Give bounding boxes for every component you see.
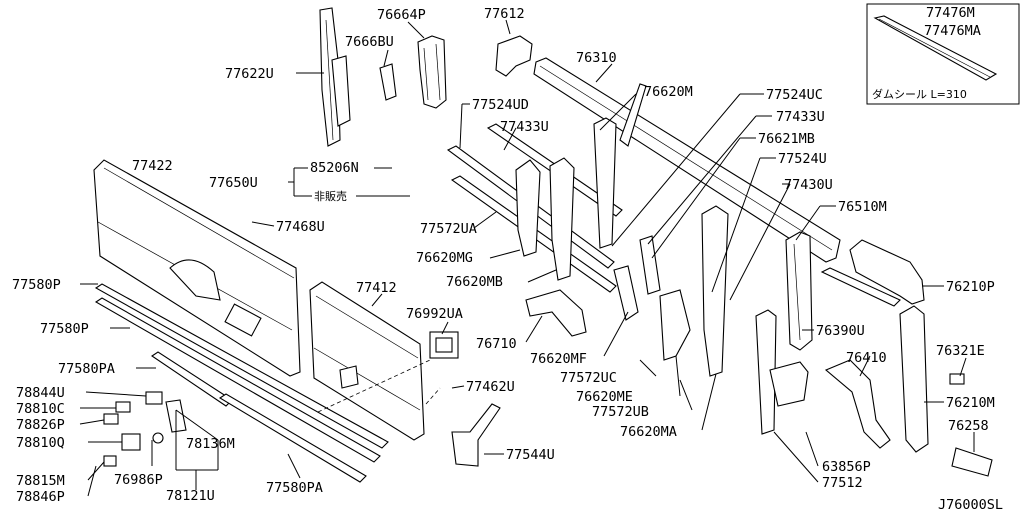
label-76620me: 76620ME bbox=[576, 389, 633, 405]
label-76258: 76258 bbox=[948, 418, 989, 434]
pillar-76510m bbox=[785, 231, 813, 351]
label-85206n: 85206N bbox=[310, 160, 359, 176]
label-77512: 77512 bbox=[822, 475, 863, 491]
door-panel-77412 bbox=[309, 281, 425, 441]
label-77433u-right: 77433U bbox=[776, 109, 825, 125]
label-77430u: 77430U bbox=[784, 177, 833, 193]
labels: 77622U 76664P 7666BU 77612 76310 76620M … bbox=[12, 5, 1003, 512]
clip-76258 bbox=[951, 447, 993, 477]
label-76321e: 76321E bbox=[936, 343, 985, 359]
pillar-77622u bbox=[319, 7, 351, 147]
moulding-strips bbox=[94, 283, 389, 483]
label-77433u-left: 77433U bbox=[500, 119, 549, 135]
label-76620mg: 76620MG bbox=[416, 250, 473, 266]
label-77572ua: 77572UA bbox=[420, 221, 477, 237]
label-77422: 77422 bbox=[132, 158, 173, 174]
label-77412: 77412 bbox=[356, 280, 397, 296]
label-not-for-sale: 非販売 bbox=[314, 190, 347, 203]
label-77580p-1: 77580P bbox=[12, 277, 61, 293]
pad-76992ua bbox=[429, 331, 459, 359]
label-78815m: 78815M bbox=[16, 473, 65, 489]
diagram-id: J76000SL bbox=[938, 497, 1003, 512]
inner-reinforcements bbox=[446, 83, 809, 435]
label-78810q: 78810Q bbox=[16, 435, 65, 451]
label-77622u: 77622U bbox=[225, 66, 274, 82]
label-dam-seal: ダムシール L=310 bbox=[872, 87, 967, 101]
label-77580pa-1: 77580PA bbox=[58, 361, 115, 377]
strip-76390u bbox=[820, 267, 901, 307]
gate-panel-77422 bbox=[93, 159, 301, 377]
label-76620mf: 76620MF bbox=[530, 351, 587, 367]
label-77572ub: 77572UB bbox=[592, 404, 649, 420]
label-77612: 77612 bbox=[484, 6, 525, 22]
label-76620mb: 76620MB bbox=[446, 274, 503, 290]
wheel-arch-76410 bbox=[824, 359, 891, 449]
dam-seal-inset bbox=[866, 3, 1020, 105]
label-78846p: 78846P bbox=[16, 489, 65, 505]
bracket-76710 bbox=[525, 289, 587, 337]
bracket-76664p bbox=[379, 35, 447, 109]
rail-76210m bbox=[899, 305, 929, 453]
lock-hardware bbox=[103, 391, 187, 467]
label-77650u: 77650U bbox=[209, 175, 258, 191]
label-78121u: 78121U bbox=[166, 488, 215, 504]
label-76621mb: 76621MB bbox=[758, 131, 815, 147]
cap-77612 bbox=[495, 35, 533, 77]
label-77476m: 77476M bbox=[926, 5, 975, 21]
label-77476ma: 77476MA bbox=[924, 23, 981, 39]
label-76664p: 76664P bbox=[377, 7, 426, 23]
label-77580pa-2: 77580PA bbox=[266, 480, 323, 496]
label-76620m: 76620M bbox=[644, 84, 693, 100]
label-78810c: 78810C bbox=[16, 401, 65, 417]
label-77524uc: 77524UC bbox=[766, 87, 823, 103]
label-77524u: 77524U bbox=[778, 151, 827, 167]
clip-76321e bbox=[949, 373, 965, 385]
label-76310: 76310 bbox=[576, 50, 617, 66]
label-76510m: 76510M bbox=[838, 199, 887, 215]
label-78826p: 78826P bbox=[16, 417, 65, 433]
leader-lines bbox=[79, 19, 975, 497]
label-77572uc: 77572UC bbox=[560, 370, 617, 386]
label-76410: 76410 bbox=[846, 350, 887, 366]
label-78136m: 78136M bbox=[186, 436, 235, 452]
label-77468u: 77468U bbox=[276, 219, 325, 235]
rear-rail-76210p bbox=[849, 239, 925, 305]
label-77544u: 77544U bbox=[506, 447, 555, 463]
label-76210p: 76210P bbox=[946, 279, 995, 295]
label-76620ma: 76620MA bbox=[620, 424, 677, 440]
label-78844u: 78844U bbox=[16, 385, 65, 401]
label-77462u: 77462U bbox=[466, 379, 515, 395]
bracket-77544u bbox=[451, 403, 501, 467]
label-77580p-2: 77580P bbox=[40, 321, 89, 337]
label-77524ud: 77524UD bbox=[472, 97, 529, 113]
label-76390u: 76390U bbox=[816, 323, 865, 339]
label-63856p: 63856P bbox=[822, 459, 871, 475]
label-76210m: 76210M bbox=[946, 395, 995, 411]
label-7666bu: 7666BU bbox=[345, 34, 394, 50]
label-76986p: 76986P bbox=[114, 472, 163, 488]
assembly-line bbox=[425, 387, 441, 405]
label-76710: 76710 bbox=[476, 336, 517, 352]
label-76992ua: 76992UA bbox=[406, 306, 463, 322]
